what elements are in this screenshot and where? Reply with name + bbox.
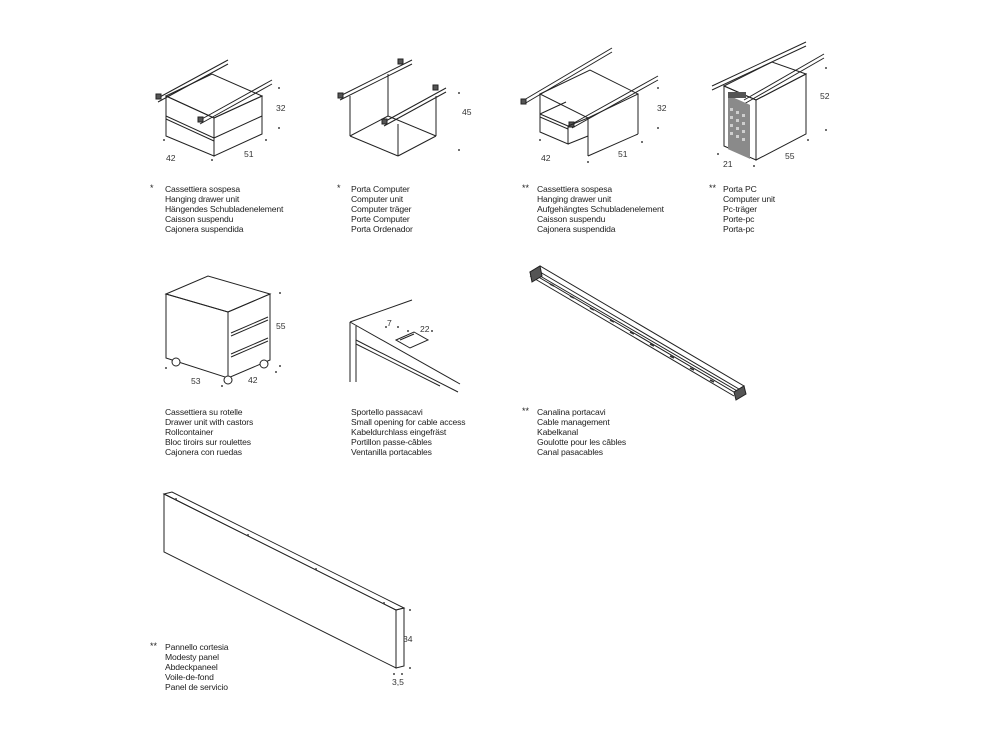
product-caption: Pannello cortesia Modesty panel Abdeckpa… [165,642,229,692]
caption-es: Cajonera suspendida [165,224,244,234]
caption-en: Modesty panel [165,652,219,662]
option-marker: * [337,183,341,193]
caption-it: Porta Computer [351,184,410,194]
caption-it: Canalina portacavi [537,407,606,417]
caption-en: Hanging drawer unit [165,194,240,204]
dimension-height: 32 [276,103,286,113]
caption-es: Ventanilla portacables [351,447,432,457]
option-marker: ** [522,406,530,416]
caption-de: Kabelkanal [537,427,579,437]
dimension-depth: 42 [166,153,176,163]
product-caption: Porta PC Computer unit Pc-träger Porte-p… [723,184,775,234]
option-marker: ** [709,183,717,193]
caption-es: Porta-pc [723,224,755,234]
caption-en: Computer unit [351,194,404,204]
caption-en: Drawer unit with castors [165,417,254,427]
caption-de: Pc-träger [723,204,757,214]
dimension-width: 53 [191,376,201,386]
hanging-drawer-unit-drawing [520,47,659,163]
caption-fr: Goulotte pour les câbles [537,437,627,447]
product-caption: Canalina portacavi Cable management Kabe… [537,407,626,457]
dimension-height: 34 [403,634,413,644]
option-marker: ** [150,641,158,651]
drawer-unit-castors-drawing [164,275,281,387]
caption-fr: Caisson suspendu [537,214,606,224]
dimension-width: 51 [244,149,254,159]
caption-de: Aufgehängtes Schubladenelement [537,204,664,214]
caption-fr: Caisson suspendu [165,214,234,224]
dimension-height: 55 [276,321,286,331]
caption-it: Cassettiera sospesa [537,184,613,194]
caption-en: Hanging drawer unit [537,194,612,204]
caption-es: Cajonera suspendida [537,224,616,234]
product-caption: Cassettiera su rotelle Drawer unit with … [165,407,253,457]
dimension-thickness: 3,5 [392,677,404,687]
caption-es: Cajonera con ruedas [165,447,242,457]
product-caption: Cassettiera sospesa Hanging drawer unit … [537,184,664,234]
caption-fr: Bloc tiroirs sur roulettes [165,437,251,447]
caption-it: Cassettiera sospesa [165,184,241,194]
caption-fr: Porte Computer [351,214,410,224]
caption-it: Porta PC [723,184,757,194]
caption-de: Computer träger [351,204,412,214]
cable-tray-drawing [529,265,747,401]
caption-en: Computer unit [723,194,776,204]
computer-holder-drawing [337,58,460,157]
dimension-height: 32 [657,103,667,113]
dimension-depth: 21 [723,159,733,169]
dimension-length: 22 [420,324,430,334]
caption-fr: Porte-pc [723,214,755,224]
caption-en: Cable management [537,417,610,427]
caption-de: Rollcontainer [165,427,214,437]
hanging-drawer-unit-drawing [155,59,280,161]
dimension-depth: 42 [248,375,258,385]
cable-opening-drawing [349,299,461,393]
caption-es: Porta Ordenador [351,224,413,234]
dimension-offset: 7 [387,318,392,328]
caption-fr: Voile-de-fond [165,672,214,682]
product-caption: Sportello passacavi Small opening for ca… [351,407,466,457]
caption-it: Sportello passacavi [351,407,423,417]
caption-en: Small opening for cable access [351,417,466,427]
dimension-width: 55 [785,151,795,161]
caption-de: Hängendes Schubladenelement [165,204,284,214]
caption-it: Cassettiera su rotelle [165,407,243,417]
product-caption: Porta Computer Computer unit Computer tr… [351,184,413,234]
caption-de: Abdeckpaneel [165,662,218,672]
caption-it: Pannello cortesia [165,642,229,652]
modesty-panel-drawing [162,491,411,675]
option-marker: ** [522,183,530,193]
product-caption: Cassettiera sospesa Hanging drawer unit … [165,184,283,234]
caption-fr: Portillon passe-câbles [351,437,432,447]
dimension-height: 45 [462,107,472,117]
dimension-height: 52 [820,91,830,101]
pc-holder-drawing [711,41,827,167]
dimension-width: 51 [618,149,628,159]
caption-es: Panel de servicio [165,682,228,692]
caption-de: Kabeldurchlass eingefräst [351,427,447,437]
caption-es: Canal pasacables [537,447,603,457]
option-marker: * [150,183,154,193]
dimension-depth: 42 [541,153,551,163]
